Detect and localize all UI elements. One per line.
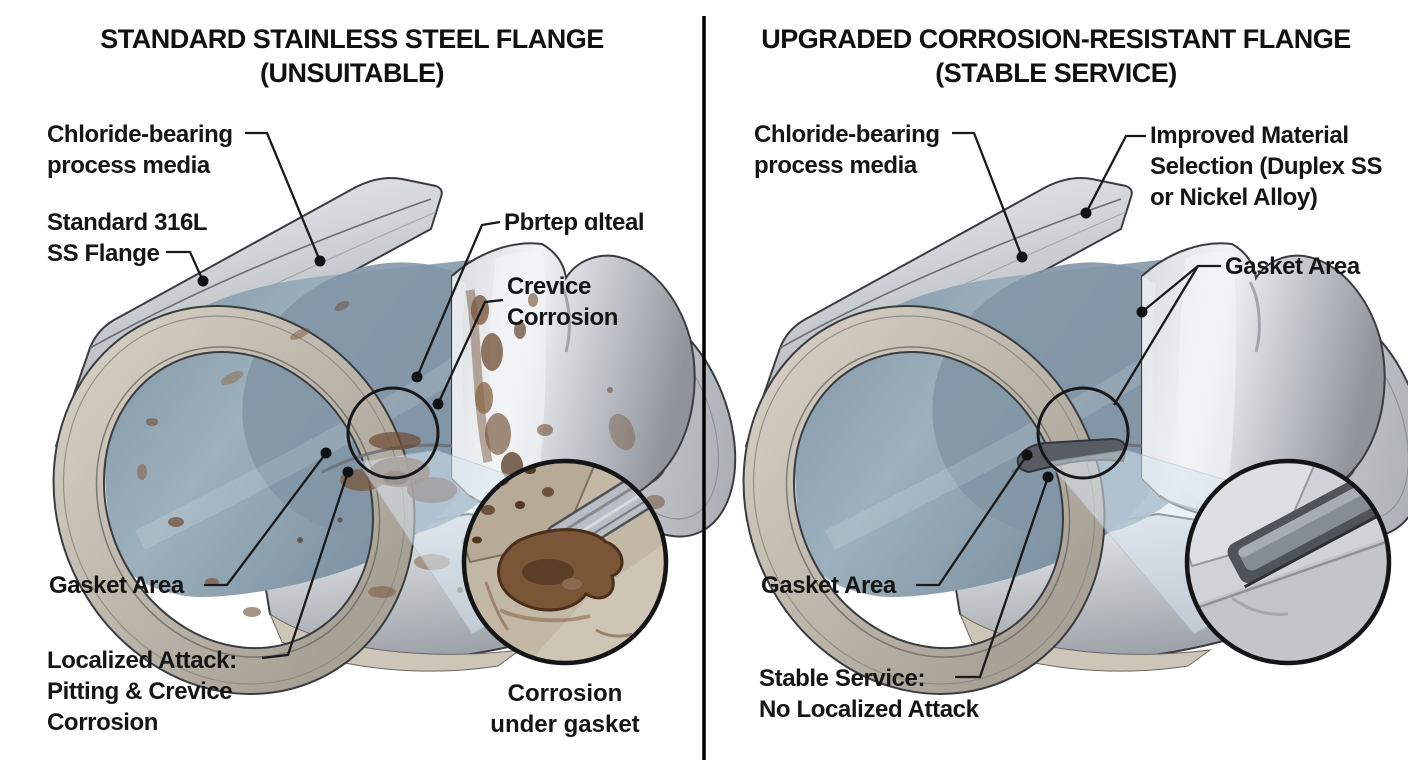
right-leader-dots bbox=[1016, 207, 1148, 483]
label-gasket-area-bottom-right: Gasket Area bbox=[761, 572, 896, 599]
corrosion-inset bbox=[461, 458, 669, 666]
label-improved-material: Improved Material Selection (Duplex SS o… bbox=[1150, 122, 1383, 211]
label-inset-caption: Corrosion under gasket bbox=[490, 680, 640, 738]
right-flange-illustration bbox=[679, 131, 1408, 755]
right-leader-lines bbox=[916, 131, 1221, 679]
label-localized-attack: Localized Attack: Pitting & Crevice Corr… bbox=[47, 647, 237, 736]
label-gasket-area-top-right: Gasket Area bbox=[1225, 253, 1360, 280]
label-pitted-metal: Pbrtep ɑlteal bbox=[504, 209, 645, 236]
left-leader-lines bbox=[166, 131, 504, 660]
magnifier-ring bbox=[346, 386, 440, 480]
left-title-line1: STANDARD STAINLESS STEEL FLANGE bbox=[100, 24, 604, 54]
magnifier-ring bbox=[1036, 386, 1130, 480]
label-crevice-corrosion: Crevice Corrosion bbox=[507, 273, 619, 331]
left-panel-title: STANDARD STAINLESS STEEL FLANGE (UNSUITA… bbox=[0, 22, 704, 90]
left-flange-illustration bbox=[0, 131, 767, 755]
left-title-line2: (UNSUITABLE) bbox=[260, 58, 444, 88]
right-panel-title: UPGRADED CORROSION-RESISTANT FLANGE (STA… bbox=[704, 22, 1408, 90]
label-stable-service: Stable Service: No Localized Attack bbox=[759, 665, 979, 723]
label-chloride-media-right: Chloride-bearing process media bbox=[754, 121, 940, 179]
left-leader-dots bbox=[197, 255, 444, 478]
label-flange-material: Standard 316L SS Flange bbox=[47, 209, 208, 267]
right-title-line1: UPGRADED CORROSION-RESISTANT FLANGE bbox=[761, 24, 1351, 54]
label-gasket-area-left: Gasket Area bbox=[49, 572, 184, 599]
label-chloride-media-left: Chloride-bearing process media bbox=[47, 121, 233, 179]
right-title-line2: (STABLE SERVICE) bbox=[935, 58, 1177, 88]
